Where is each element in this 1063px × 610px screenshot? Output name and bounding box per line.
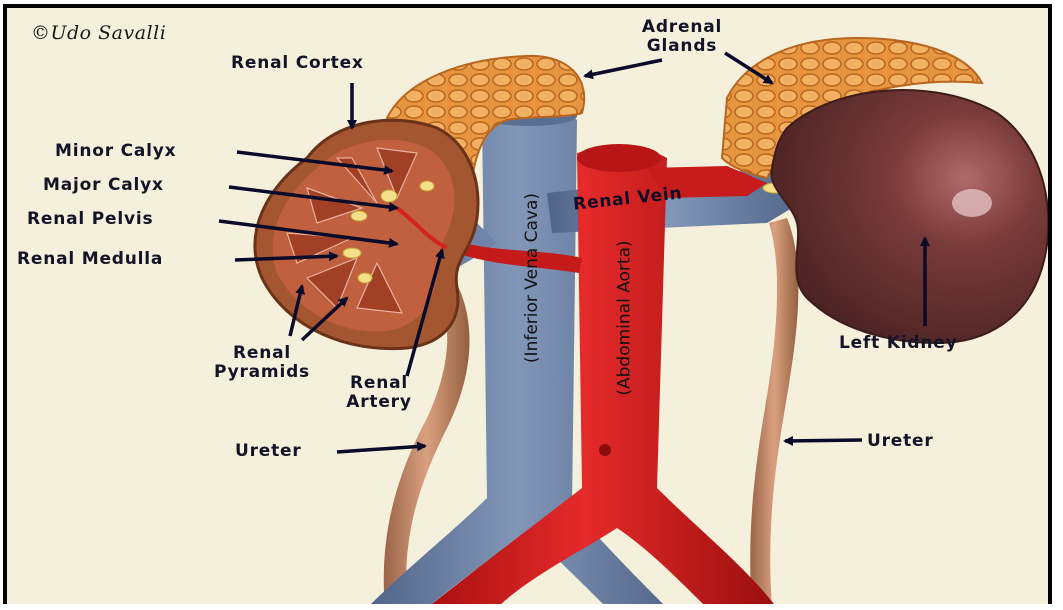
kidney-highlight [952,189,992,217]
label-renal-pelvis: Renal Pelvis [27,210,153,229]
label-renal-pyramids-line2: Pyramids [187,363,337,382]
label-adrenal-glands-line1: Adrenal [627,18,737,37]
label-renal-medulla: Renal Medulla [17,250,163,269]
left-kidney-whole [771,90,1048,343]
label-renal-artery-line2: Artery [339,393,419,412]
label-ureter-left: Ureter [235,442,302,461]
arrow-adrenal-left [585,60,662,76]
aorta-top [577,144,661,172]
label-left-kidney: Left Kidney [839,334,958,353]
diagram-frame: ©Udo Savalli Renal Cortex Adrenal Glands… [3,4,1052,604]
label-renal-pyramids: Renal Pyramids [187,344,337,382]
label-renal-artery: Renal Artery [339,374,419,412]
arrow-ureter-right [785,440,862,441]
label-renal-pyramids-line1: Renal [187,344,337,363]
aorta-dot [599,444,611,456]
label-ureter-right: Ureter [867,432,934,451]
label-renal-cortex: Renal Cortex [231,54,364,73]
label-inferior-vena-cava: (Inferior Vena Cava) [522,193,542,363]
right-ureter-shape [750,218,798,604]
copyright-text: ©Udo Savalli [31,22,166,44]
label-major-calyx: Major Calyx [43,176,164,195]
label-minor-calyx: Minor Calyx [55,142,176,161]
label-abdominal-aorta: (Abdominal Aorta) [615,240,635,395]
label-renal-artery-line1: Renal [339,374,419,393]
label-adrenal-glands-line2: Glands [627,37,737,56]
label-adrenal-glands: Adrenal Glands [627,18,737,56]
